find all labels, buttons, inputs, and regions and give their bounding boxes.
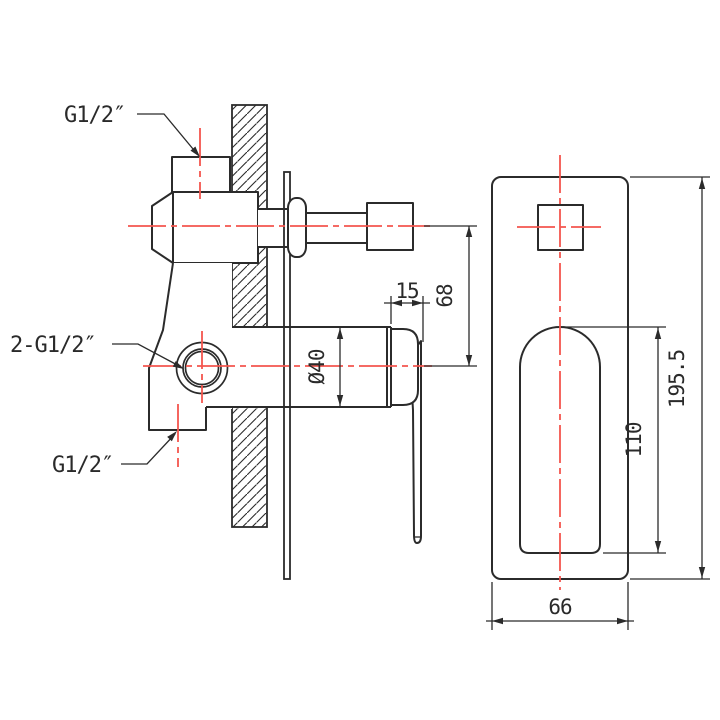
thread-labels: G1/2″ 2-G1/2″ G1/2″ [10,103,203,478]
side-view [148,104,422,580]
cylinder-fill [232,327,391,407]
spout-stub [305,212,368,244]
dimension-plate-width: 66 [486,582,634,630]
dimension-plate-height: 195.5 [630,176,710,580]
trim-plate-edge [283,171,291,580]
dim-text-15: 15 [395,279,418,303]
label-inlet-top: G1/2″ [64,103,125,128]
leader-line-bottom [121,433,176,465]
top-inlet-port [171,156,231,193]
dim-text-68: 68 [433,284,457,308]
dim-text-195: 195.5 [665,350,689,408]
dim-text-66: 66 [548,595,572,619]
wall-hatch [231,104,268,528]
centerlines [128,128,601,590]
neck-fill [258,209,292,247]
dim-text-40: Ø40 [305,349,329,384]
dim-text-110: 110 [622,422,646,457]
dimension-slot-height: 110 [563,326,666,554]
housing-outline [148,262,207,431]
leader-line-top [137,113,199,156]
label-outlet-bottom: G1/2″ [52,453,113,478]
leader-line-side [112,343,182,368]
hex-valve-body [151,191,259,264]
dimension-ring-width: 15 [384,279,430,342]
dimension-body-diameter: Ø40 [305,327,344,407]
dimension-axis-offset: 68 [424,225,477,367]
label-ports-side: 2-G1/2″ [10,333,96,358]
handle-base-cap [390,328,419,406]
handle-slot-cutout [519,326,601,554]
stub-flange [287,197,307,258]
